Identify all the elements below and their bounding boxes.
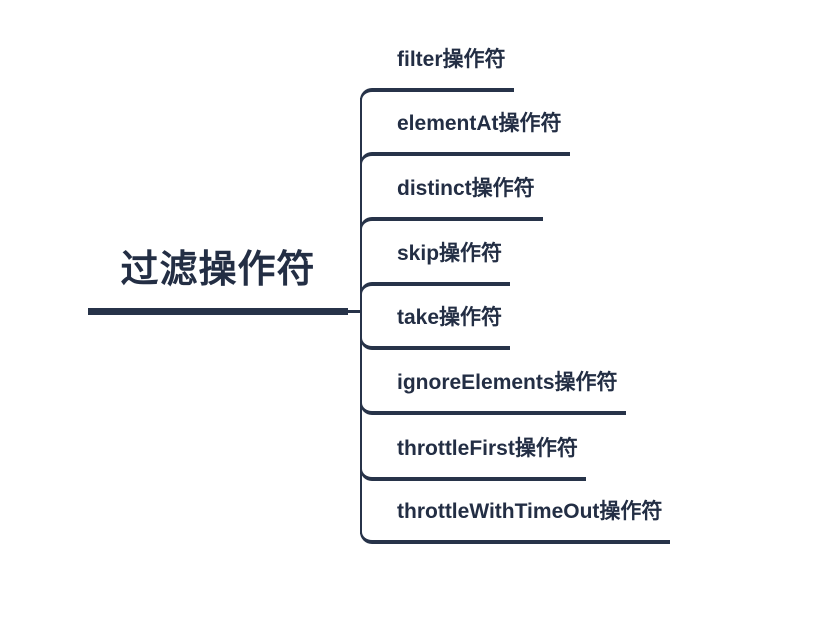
- branch-node-distinct[interactable]: distinct操作符: [384, 175, 543, 221]
- branch-node-throttlefirst[interactable]: throttleFirst操作符: [384, 435, 586, 481]
- branch-connector-curve: [360, 88, 384, 102]
- branch-node-take[interactable]: take操作符: [384, 304, 511, 350]
- branch-node-elementat[interactable]: elementAt操作符: [384, 110, 570, 156]
- branch-node-ignoreelements[interactable]: ignoreElements操作符: [384, 369, 626, 415]
- branch-node-label: take操作符: [397, 306, 503, 329]
- root-node[interactable]: 过滤操作符: [88, 248, 348, 315]
- branch-node-label: distinct操作符: [397, 177, 535, 200]
- branch-connector-curve: [360, 467, 384, 481]
- branch-connector-curve: [360, 336, 384, 350]
- branch-node-label: filter操作符: [397, 48, 506, 71]
- branch-node-label: skip操作符: [397, 242, 503, 265]
- root-node-label: 过滤操作符: [120, 249, 316, 291]
- branch-connector-curve: [360, 401, 384, 415]
- trunk-line: [360, 98, 362, 534]
- branch-node-label: throttleWithTimeOut操作符: [397, 500, 663, 523]
- branch-connector-curve: [360, 530, 384, 544]
- branch-node-label: throttleFirst操作符: [397, 437, 578, 460]
- branch-node-filter[interactable]: filter操作符: [384, 46, 514, 92]
- branch-node-throttlewithtimeout[interactable]: throttleWithTimeOut操作符: [384, 498, 671, 544]
- branch-connector-curve: [360, 152, 384, 166]
- root-connector-line: [348, 310, 362, 313]
- branch-node-label: elementAt操作符: [397, 112, 562, 135]
- branch-node-label: ignoreElements操作符: [397, 371, 618, 394]
- branch-node-skip[interactable]: skip操作符: [384, 240, 511, 286]
- branch-connector-curve: [360, 217, 384, 231]
- branch-connector-curve: [360, 282, 384, 296]
